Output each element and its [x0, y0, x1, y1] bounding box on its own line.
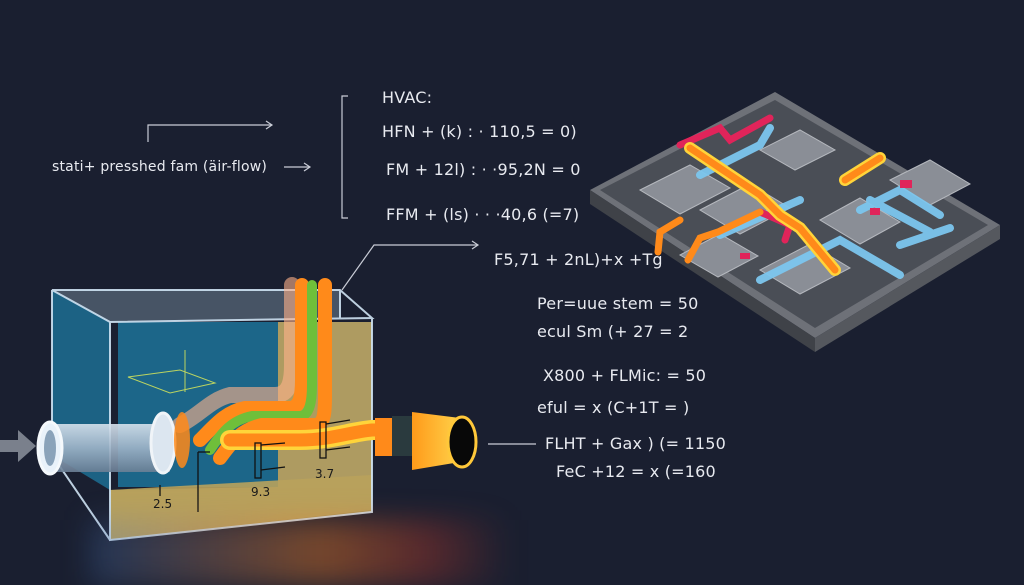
floor-reflection: [90, 520, 510, 585]
dimension-label: 9.3: [251, 485, 271, 499]
equation-line: ecul Sm (+ 27 = 2: [537, 322, 689, 341]
equation-line: eful = x (C+1T = ): [537, 398, 690, 417]
airflow-annotation: stati+ presshed fam (äir-flow): [52, 159, 268, 175]
equation-line: F5,71 + 2nL)+x +Tg: [494, 250, 663, 269]
equation-line: Per=uue stem = 50: [537, 294, 699, 313]
equation-line: HFN + (k) : · 110,5 = 0): [382, 122, 577, 141]
equation-line: X800 + FLMic: = 50: [543, 366, 707, 385]
dimension-label: 2.5: [153, 497, 173, 511]
equation-line: FeC +12 = x (=160: [556, 462, 716, 481]
inflow-arrow-icon: [0, 430, 36, 462]
diagram-title: HVAC:: [382, 88, 433, 107]
dimension-label: 3.7: [315, 467, 335, 481]
equation-line: FM + 12l) : · ·95,2N = 0: [386, 160, 581, 179]
equation-line: FFM + (ls) · · ·40,6 (=7): [386, 205, 580, 224]
equation-line: FLHT + Gax ) (= 1150: [545, 434, 727, 453]
